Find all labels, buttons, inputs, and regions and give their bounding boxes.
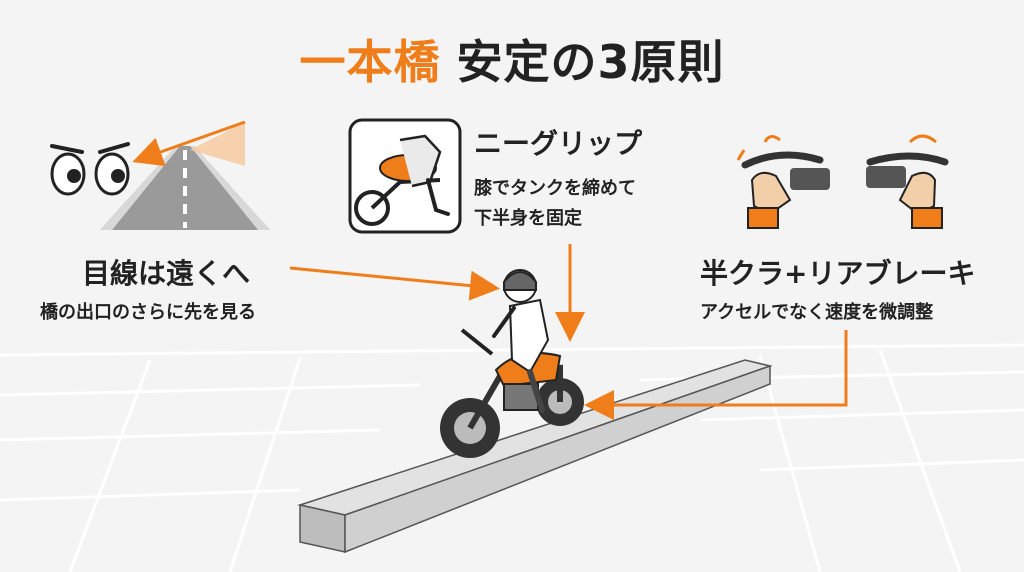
motorcycle-rider <box>440 269 584 458</box>
principle-3-description: アクセルでなく速度を微調整 <box>700 302 934 323</box>
principle-3-heading: 半クラ+リアブレーキ <box>700 257 976 290</box>
sightline-arrow <box>132 120 246 167</box>
principle-1-heading: 目線は遠くへ <box>82 257 251 290</box>
principle-2-description-line-2: 下半身を固定 <box>474 208 582 229</box>
road-illustration <box>100 146 270 230</box>
principle-1-description: 橋の出口のさらに先を見る <box>40 302 256 323</box>
title-main: 安定の3原則 <box>456 35 725 89</box>
clutch-brake-levers-icon <box>736 134 949 229</box>
eyes-icon <box>50 142 130 196</box>
knee-grip-icon <box>348 118 462 234</box>
title-accent: 一本橋 <box>299 35 441 89</box>
principle-2-description-line-1: 膝でタンクを締めて <box>474 178 636 199</box>
balance-beam <box>297 359 773 554</box>
principle-2-heading: ニーグリップ <box>474 127 643 160</box>
callout-arrows <box>289 244 848 420</box>
page-title: 一本橋安定の3原則 <box>0 26 1024 92</box>
